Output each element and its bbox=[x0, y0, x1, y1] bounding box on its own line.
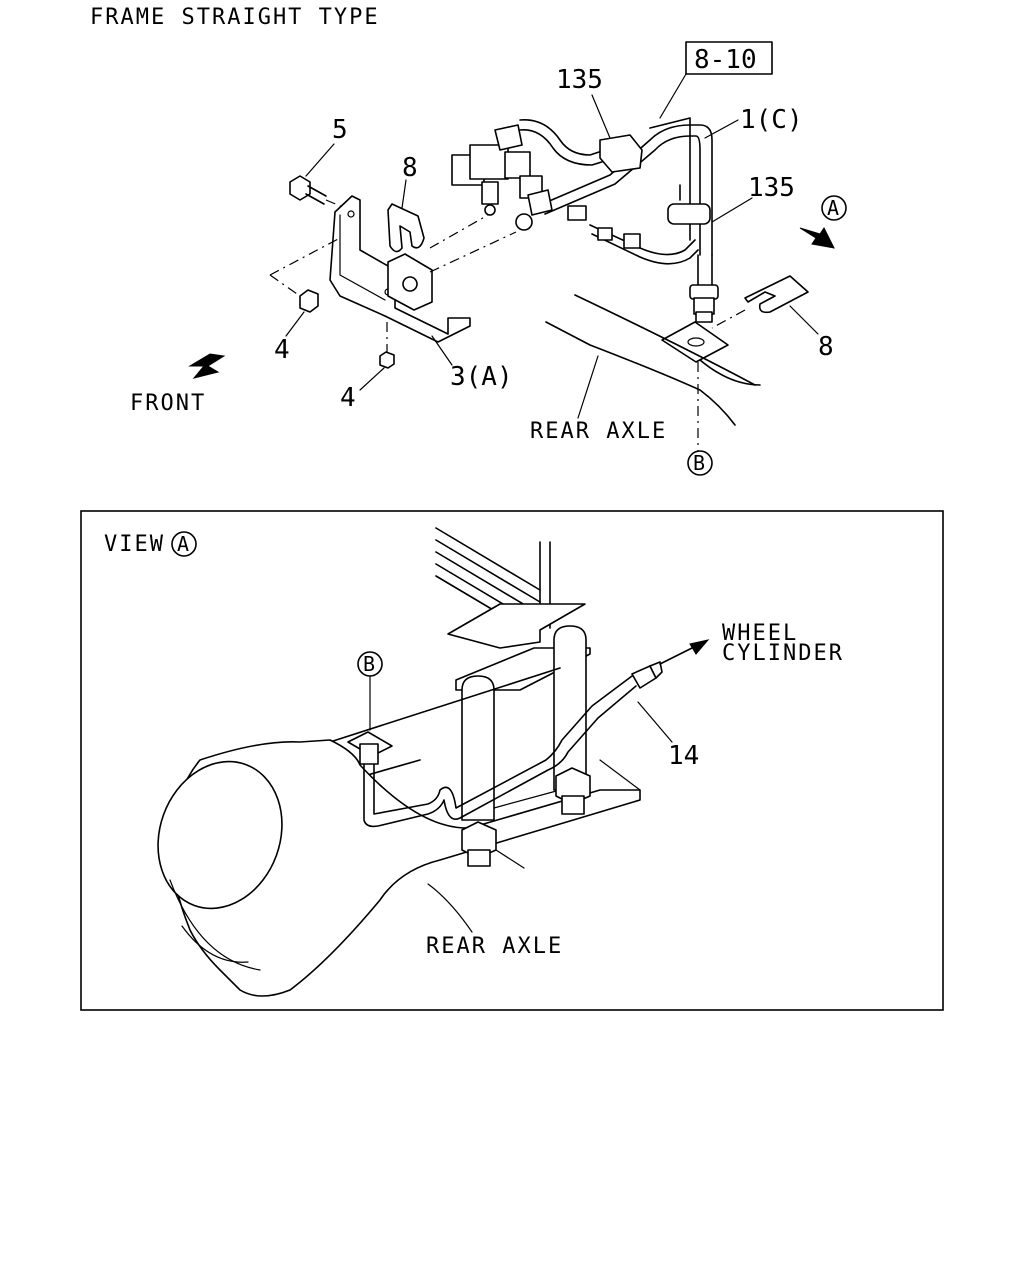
diagram-title: FRAME STRAIGHT TYPE bbox=[90, 5, 380, 30]
view-a-panel: VIEW A bbox=[80, 510, 944, 1011]
clip-8-right: 8 bbox=[711, 275, 834, 362]
clip-135-right: 135 bbox=[667, 173, 795, 225]
three-way-connector bbox=[451, 124, 641, 249]
front-arrow bbox=[188, 353, 226, 379]
label-wheel: WHEEL bbox=[722, 621, 798, 646]
clip-135-top: 135 bbox=[556, 65, 643, 173]
label-1c: 1(C) bbox=[740, 105, 803, 135]
label-rear-axle-lower: REAR AXLE bbox=[426, 934, 563, 959]
pipe-end-fitting bbox=[689, 284, 719, 323]
u-bolt-nuts bbox=[461, 767, 591, 869]
label-3a: 3(A) bbox=[450, 362, 513, 392]
circle-b-lower bbox=[357, 651, 383, 677]
view-a-circle bbox=[171, 531, 197, 557]
bracket-b-lower: B bbox=[347, 651, 393, 765]
label-14: 14 bbox=[668, 741, 699, 771]
bolt-5: 5 bbox=[289, 115, 348, 209]
nut-4-a: 4 bbox=[269, 237, 341, 365]
view-a-arrow bbox=[799, 227, 835, 249]
circle-b-lower-label: B bbox=[363, 652, 375, 676]
bracket-3a: 3(A) bbox=[329, 195, 513, 392]
brake-pipe-14: 14 bbox=[363, 661, 699, 828]
circle-b-upper bbox=[687, 450, 713, 476]
circle-b-upper-label: B bbox=[693, 451, 705, 475]
label-135-top: 135 bbox=[556, 65, 603, 95]
circle-a-upper-label: A bbox=[827, 196, 839, 220]
label-4-b: 4 bbox=[340, 383, 356, 413]
wheel-cylinder-arrow: WHEEL CYLINDER bbox=[659, 621, 844, 666]
axle-bracket-plate bbox=[661, 321, 729, 363]
rear-axle-housing bbox=[157, 667, 641, 997]
leaf-spring bbox=[435, 527, 586, 649]
label-rear-axle-upper: REAR AXLE bbox=[530, 419, 667, 444]
ref-box-label: 8-10 bbox=[694, 45, 757, 75]
circle-a-upper bbox=[821, 195, 847, 221]
brake-pipe-1c bbox=[519, 117, 713, 286]
view-a-circle-label: A bbox=[177, 532, 189, 556]
label-8-right: 8 bbox=[818, 332, 834, 362]
label-front: FRONT bbox=[130, 391, 206, 416]
label-cylinder: CYLINDER bbox=[722, 641, 844, 666]
clip-8-left: 8 bbox=[387, 153, 517, 273]
label-4-a: 4 bbox=[274, 335, 290, 365]
u-bolts bbox=[461, 625, 587, 821]
label-135-right: 135 bbox=[748, 173, 795, 203]
nut-4-b: 4 bbox=[340, 322, 395, 413]
label-8-left: 8 bbox=[402, 153, 418, 183]
rear-axle-upper: REAR AXLE bbox=[530, 294, 761, 452]
view-a-label: VIEW bbox=[104, 532, 165, 557]
ref-box-frame bbox=[685, 41, 773, 75]
upper-assembly: 8-10 135 135 1(C) bbox=[130, 41, 847, 476]
label-5: 5 bbox=[332, 115, 348, 145]
